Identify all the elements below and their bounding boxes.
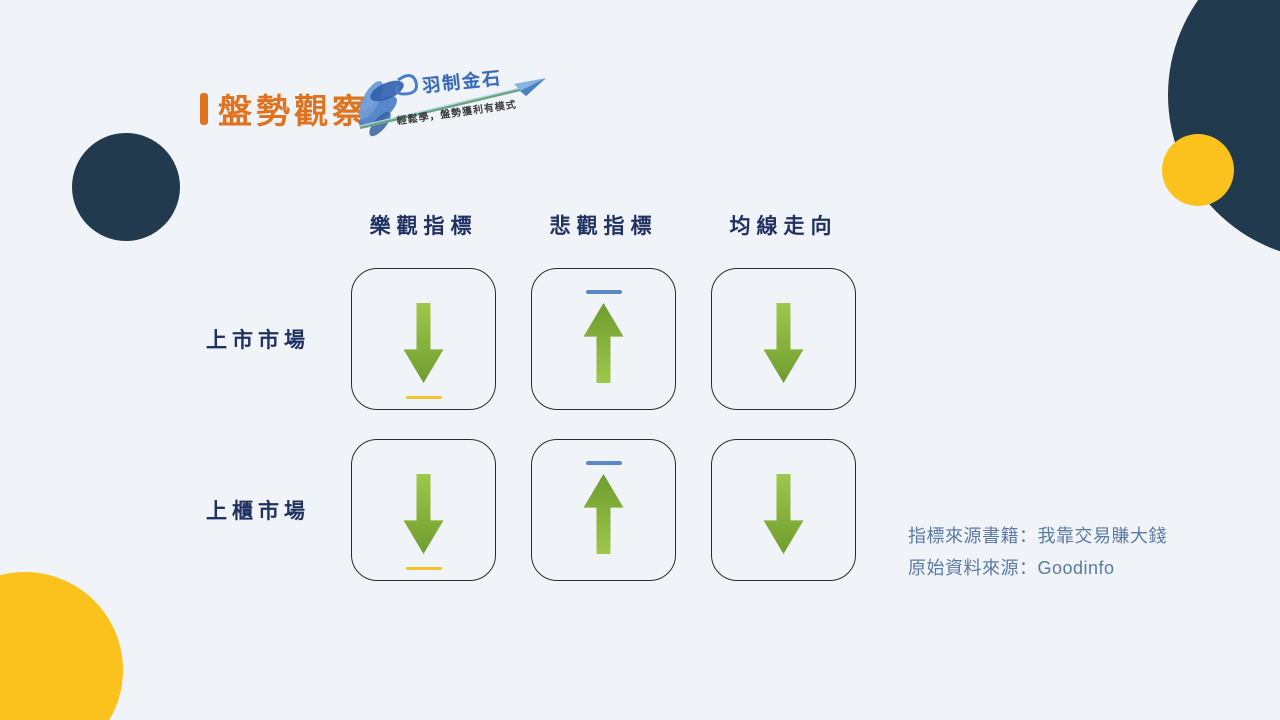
- trend-arrow: [583, 303, 624, 383]
- trend-arrow: [763, 303, 804, 383]
- indicator-cell: [351, 268, 496, 410]
- source-footnote: 指標來源書籍：我靠交易賺大錢 原始資料來源：Goodinfo: [908, 520, 1167, 584]
- cell-marker: [585, 290, 622, 294]
- cell-marker: [405, 395, 442, 399]
- indicator-cell: [711, 439, 856, 581]
- page-title: 盤勢觀察: [218, 93, 370, 131]
- decorative-circle-yellow-bottomleft: [0, 572, 123, 720]
- title-accent-bar: [200, 92, 208, 125]
- indicator-cell: [531, 439, 676, 581]
- trend-arrow: [403, 303, 444, 383]
- logo-arrow-illustration: [358, 74, 546, 137]
- indicator-cell: [531, 268, 676, 410]
- decorative-circle-yellow-topright: [1162, 134, 1234, 206]
- decorative-circle-navy-topright: [1168, 0, 1280, 260]
- trend-arrow: [763, 474, 804, 554]
- trend-arrow: [403, 474, 444, 554]
- indicator-cell: [351, 439, 496, 581]
- row-label-otc-market: 上櫃市場: [206, 500, 310, 523]
- source-data-line: 原始資料來源：Goodinfo: [908, 558, 1115, 578]
- cell-marker: [405, 566, 442, 570]
- column-header-pessimistic: 悲觀指標: [549, 215, 658, 238]
- source-book-line: 指標來源書籍：我靠交易賺大錢: [908, 526, 1167, 546]
- trend-arrow: [583, 474, 624, 554]
- decorative-circle-navy-left: [72, 133, 180, 241]
- row-label-listed-market: 上市市場: [206, 329, 310, 352]
- indicator-cell: [711, 268, 856, 410]
- column-header-optimistic: 樂觀指標: [369, 215, 478, 238]
- page-title-block: 盤勢觀察: [200, 84, 370, 133]
- brand-logo: 羽制金石 輕鬆學，盤勢獲利有模式: [350, 58, 550, 140]
- cell-marker: [585, 461, 622, 465]
- column-header-moving-average: 均線走向: [729, 215, 838, 238]
